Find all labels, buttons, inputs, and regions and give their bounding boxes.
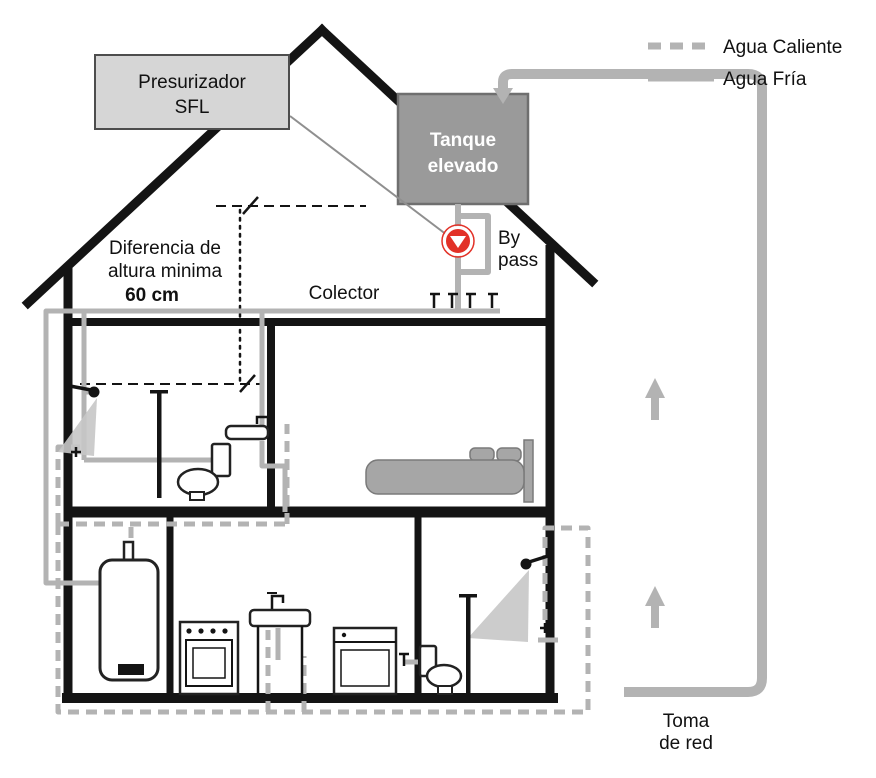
elevated-tank: Tanque elevado <box>396 92 530 206</box>
bedroom-bed <box>365 439 534 503</box>
bypass-loop-pipe <box>458 213 491 275</box>
flow-arrow-up-icon-2 <box>645 586 665 628</box>
tank-inlet-arrowhead-icon <box>493 88 513 104</box>
valve-triangle-icon <box>450 236 466 248</box>
collector-main-run <box>43 308 500 586</box>
mains-intake-line2: de red <box>659 733 713 754</box>
water-heater <box>98 540 160 682</box>
pressurizer: Presurizador SFL <box>94 54 448 236</box>
cold-water-pipes <box>43 204 558 665</box>
lower-shower-arm <box>528 554 549 564</box>
tank-level-tick <box>242 196 259 215</box>
lower-shower-tap-icon <box>540 623 550 633</box>
supply-pipe-run <box>498 69 767 697</box>
upper-shower-bar-top <box>150 390 168 394</box>
mains-supply-pipe <box>493 69 767 697</box>
kitchen-sink <box>248 592 312 694</box>
upper-shower-bar <box>157 392 162 498</box>
outlet-level-tick <box>239 374 256 393</box>
mains-intake-line1: Toma <box>663 711 710 732</box>
height-annotation: Diferencia de altura minima 60 cm <box>80 196 366 393</box>
collector: Colector <box>309 283 498 308</box>
house-structure <box>21 23 599 703</box>
dishwasher <box>332 626 398 696</box>
flow-arrow-up-icon <box>645 378 665 420</box>
heater-burner-panel <box>118 664 144 675</box>
collector-tap-icon-3 <box>466 292 476 308</box>
hot-water-pipes <box>55 424 591 715</box>
lower-bathroom <box>399 554 550 695</box>
tank-label-line2: elevado <box>428 156 499 177</box>
lower-shower-head-icon <box>520 558 532 570</box>
valve-outer-ring <box>441 224 475 258</box>
collector-tap-icon-4 <box>488 292 498 308</box>
height-note-line2: altura minima <box>108 261 222 282</box>
bed-mattress <box>365 459 525 495</box>
collector-tap-icon-2 <box>448 292 458 308</box>
bypass-label-line1: By <box>498 228 521 249</box>
lower-toilet <box>418 644 463 695</box>
bypass-label-line2: pass <box>498 250 538 271</box>
lower-shower-bar <box>466 596 471 694</box>
bed-headboard <box>523 439 534 503</box>
wall-valve-icon <box>71 447 81 457</box>
upper-toilet-feed <box>84 446 217 463</box>
pressurizer-leader-line <box>289 115 448 236</box>
bed-pillow-2 <box>496 447 522 462</box>
tank-label-line1: Tanque <box>430 130 496 151</box>
tank-body <box>396 92 530 206</box>
legend-hot-label: Agua Caliente <box>723 37 842 58</box>
pressurizer-label-line2: SFL <box>175 97 210 118</box>
upper-shower-spray <box>58 398 97 456</box>
collector-label: Colector <box>309 283 380 304</box>
lower-toilet-tap-icon <box>399 652 409 666</box>
pressurizer-box <box>94 54 290 130</box>
lower-shower-spray <box>468 570 529 642</box>
upper-toilet <box>176 442 232 501</box>
pressurizer-label-line1: Presurizador <box>138 72 246 93</box>
bypass-valve: By pass <box>441 224 538 271</box>
upper-shower-arm <box>69 384 92 392</box>
height-note-line1: Diferencia de <box>109 238 221 259</box>
stove <box>178 620 240 696</box>
mains-intake-label: Toma de red <box>659 711 713 754</box>
heater-body <box>98 558 160 682</box>
lower-shower-bar-top <box>459 594 477 598</box>
upper-sink <box>224 415 270 441</box>
hot-perimeter-loop <box>55 524 591 715</box>
bed-pillow-1 <box>469 447 495 462</box>
kitchen-faucet-icon <box>270 594 285 610</box>
upper-bathroom <box>58 384 270 501</box>
height-note-line3: 60 cm <box>125 285 179 306</box>
collector-tap-icon-1 <box>430 292 440 308</box>
upper-shower-head-icon <box>88 386 100 398</box>
kitchen <box>178 592 398 696</box>
legend: Agua Caliente Agua Fría <box>648 37 842 90</box>
legend-cold-label: Agua Fría <box>723 69 807 90</box>
upper-sink-drain <box>259 441 288 512</box>
